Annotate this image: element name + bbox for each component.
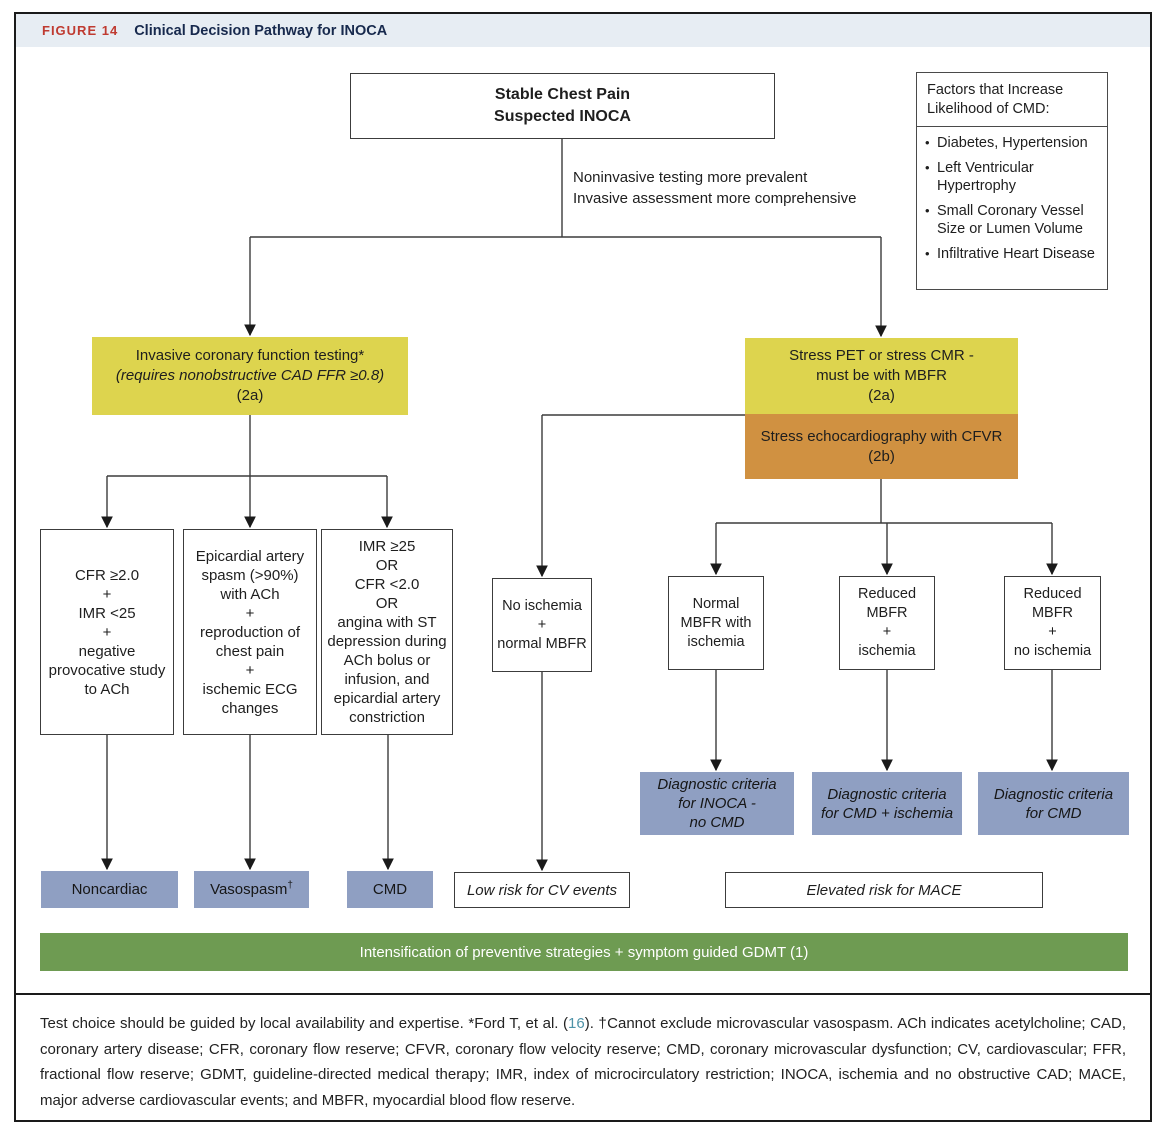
noncardiac-box: Noncardiac bbox=[41, 871, 178, 908]
figure-caption: Test choice should be guided by local av… bbox=[40, 1011, 1126, 1113]
criteria-line: No ischemia bbox=[502, 597, 582, 614]
plus-sign: + bbox=[882, 624, 892, 640]
invasive-testing-cor: (2a) bbox=[236, 387, 264, 404]
testing-branch-note-line1: Noninvasive testing more prevalent bbox=[573, 169, 808, 186]
vasospasm-label: Vasospasm bbox=[210, 881, 288, 898]
criteria-line: negative provocative study to ACh bbox=[48, 642, 166, 698]
diagnostic-inoca-no-cmd-box: Diagnostic criteria for INOCA - no CMD bbox=[640, 772, 794, 835]
stress-pet-cmr-box: Stress PET or stress CMR - must be with … bbox=[745, 338, 1018, 414]
diag-line: for INOCA - bbox=[678, 795, 756, 812]
criteria-line: no ischemia bbox=[1013, 643, 1092, 659]
dagger-superscript: † bbox=[287, 880, 293, 891]
risk-label: Low risk for CV events bbox=[466, 881, 618, 899]
criteria-line: Epicardial artery spasm (>90%) with ACh bbox=[195, 547, 305, 603]
stable-chest-pain-box: Stable Chest Pain Suspected INOCA bbox=[350, 73, 775, 139]
outcome-label: CMD bbox=[372, 881, 408, 898]
elevated-risk-mace-box: Elevated risk for MACE bbox=[725, 872, 1043, 908]
diagnostic-cmd-box: Diagnostic criteria for CMD bbox=[978, 772, 1129, 835]
or-label: OR bbox=[375, 557, 399, 574]
vasospasm-box: Vasospasm† bbox=[194, 871, 309, 908]
cmd-outcome-box: CMD bbox=[347, 871, 433, 908]
criteria-line: ischemic ECG changes bbox=[202, 680, 298, 717]
diag-line: Diagnostic criteria bbox=[657, 776, 777, 793]
criteria-line: Reduced MBFR bbox=[1023, 586, 1082, 621]
diag-line: no CMD bbox=[689, 814, 745, 831]
plus-sign: + bbox=[537, 616, 547, 633]
plus-sign: + bbox=[1048, 624, 1057, 640]
plus-sign: + bbox=[245, 604, 255, 622]
gdmt-label: Intensification of preventive strategies… bbox=[359, 943, 809, 961]
imr-cfr-angina-box: IMR ≥25 OR CFR <2.0 OR angina with ST de… bbox=[321, 529, 453, 735]
cmd-factors-title: Factors that Increase Likelihood of CMD: bbox=[917, 73, 1107, 127]
cmd-factors-box: Factors that Increase Likelihood of CMD:… bbox=[916, 72, 1108, 290]
diag-line: for CMD + ischemia bbox=[820, 804, 954, 822]
diag-line: Diagnostic criteria bbox=[993, 785, 1114, 803]
stable-chest-pain-line1: Stable Chest Pain bbox=[494, 86, 631, 103]
figure-title: Clinical Decision Pathway for INOCA bbox=[134, 22, 388, 39]
outcome-label: Noncardiac bbox=[71, 881, 148, 898]
epicardial-spasm-box: Epicardial artery spasm (>90%) with ACh … bbox=[183, 529, 317, 735]
caption-text: ). †Cannot exclude microvascular vasospa… bbox=[40, 1015, 1126, 1109]
diagnostic-cmd-ischemia-box: Diagnostic criteria for CMD + ischemia bbox=[812, 772, 962, 835]
criteria-line: CFR <2.0 bbox=[354, 576, 420, 593]
stable-chest-pain-line2: Suspected INOCA bbox=[494, 108, 631, 125]
caption-text: Test choice should be guided by local av… bbox=[40, 1015, 569, 1032]
diag-line: Diagnostic criteria bbox=[827, 785, 947, 803]
cmd-factors-list: Diabetes, Hypertension Left Ventricular … bbox=[923, 134, 1103, 263]
criteria-line: CFR ≥2.0 bbox=[74, 566, 140, 584]
figure-caption-panel: Test choice should be guided by local av… bbox=[16, 993, 1150, 1120]
cfr-imr-negative-box: CFR ≥2.0 + IMR <25 + negative provocativ… bbox=[40, 529, 174, 735]
criteria-line: Reduced MBFR bbox=[857, 586, 917, 621]
or-label: OR bbox=[375, 595, 399, 612]
criteria-line: angina with ST depression during ACh bol… bbox=[327, 614, 447, 726]
low-risk-box: Low risk for CV events bbox=[454, 872, 630, 908]
criteria-line: Normal MBFR with ischemia bbox=[680, 595, 752, 650]
figure-header: FIGURE 14 Clinical Decision Pathway for … bbox=[16, 14, 1150, 47]
reference-16-link[interactable]: 16 bbox=[568, 1015, 585, 1032]
stress-echo-box: Stress echocardiography with CFVR (2b) bbox=[745, 414, 1018, 479]
outcome-label: Vasospasm† bbox=[210, 880, 293, 899]
stress-echo-line1: Stress echocardiography with CFVR bbox=[760, 427, 1003, 445]
stress-pet-line2: must be with MBFR bbox=[816, 367, 947, 384]
criteria-line: reproduction of chest pain bbox=[199, 623, 301, 660]
cmd-factor-item: Diabetes, Hypertension bbox=[925, 134, 1099, 152]
invasive-testing-box: Invasive coronary function testing* (req… bbox=[92, 337, 408, 415]
invasive-testing-line2: (requires nonobstructive CAD FFR ≥0.8) bbox=[115, 367, 385, 384]
criteria-line: ischemia bbox=[858, 643, 916, 659]
normal-mbfr-ischemia-box: Normal MBFR with ischemia bbox=[668, 576, 764, 670]
gdmt-bar: Intensification of preventive strategies… bbox=[40, 933, 1128, 971]
plus-sign: + bbox=[245, 661, 255, 679]
criteria-line: normal MBFR bbox=[497, 635, 587, 652]
reduced-mbfr-no-ischemia-box: Reduced MBFR + no ischemia bbox=[1004, 576, 1101, 670]
cmd-factor-item: Infiltrative Heart Disease bbox=[925, 245, 1099, 263]
reduced-mbfr-ischemia-box: Reduced MBFR + ischemia bbox=[839, 576, 935, 670]
testing-branch-note: Noninvasive testing more prevalent Invas… bbox=[573, 167, 903, 209]
plus-sign: + bbox=[102, 623, 112, 641]
cmd-factor-item: Small Coronary Vessel Size or Lumen Volu… bbox=[925, 202, 1099, 238]
plus-sign: + bbox=[102, 585, 112, 603]
criteria-line: IMR <25 bbox=[78, 604, 136, 622]
figure-number-label: FIGURE 14 bbox=[42, 23, 119, 38]
diag-line: for CMD bbox=[1025, 804, 1082, 822]
cmd-factor-item: Left Ventricular Hypertrophy bbox=[925, 159, 1099, 195]
no-ischemia-box: No ischemia + normal MBFR bbox=[492, 578, 592, 672]
invasive-testing-line1: Invasive coronary function testing* bbox=[135, 347, 365, 364]
criteria-line: IMR ≥25 bbox=[358, 538, 416, 555]
testing-branch-note-line2: Invasive assessment more comprehensive bbox=[573, 190, 857, 207]
stress-echo-cor: (2b) bbox=[868, 447, 895, 465]
risk-label: Elevated risk for MACE bbox=[806, 881, 962, 899]
stress-pet-cor: (2a) bbox=[868, 387, 895, 404]
stress-pet-line1: Stress PET or stress CMR - bbox=[789, 347, 974, 364]
